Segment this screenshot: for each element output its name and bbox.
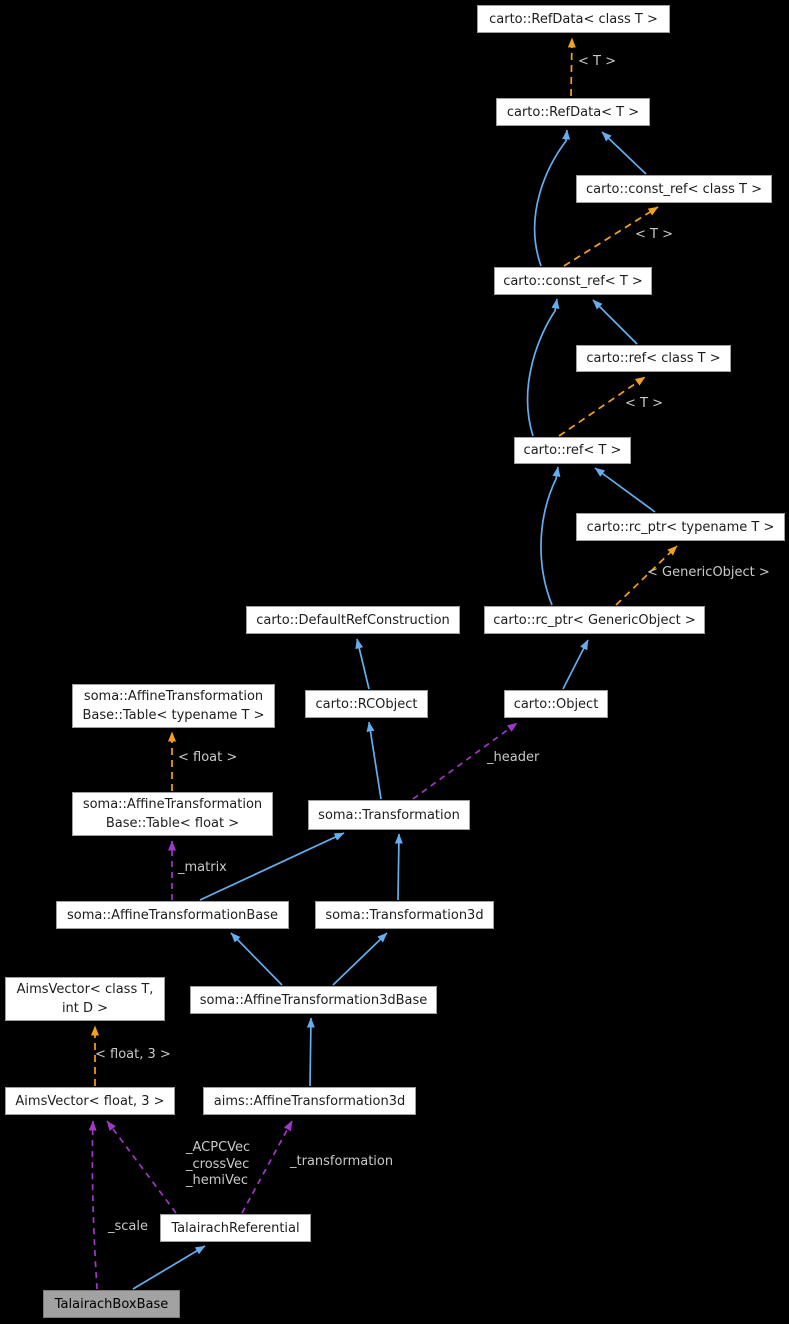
edge-usage-scale: [88, 1120, 98, 1290]
class-node-refdata-t[interactable]: carto::RefData< T >: [496, 98, 650, 126]
class-node-aimsvector-float-3[interactable]: AimsVector< float, 3 >: [5, 1087, 175, 1115]
class-node-default-ref-construction[interactable]: carto::DefaultRefConstruction: [246, 606, 460, 634]
edge-inherit-rc-ptr-generic-ref-t: [540, 466, 561, 606]
class-node-affinetransformationbase[interactable]: soma::AffineTransformationBase: [56, 901, 289, 929]
edge-inherit-talairachbox-talairachref: [132, 1245, 206, 1290]
class-node-transformation[interactable]: soma::Transformation: [308, 800, 470, 830]
edge-inherit-const-ref-class-t-refdata-t: [601, 131, 647, 175]
edge-template-refdata: [567, 37, 576, 97]
edge-label-member-transformation: _transformation: [290, 1154, 394, 1169]
edge-inherit-rc-ptr-typename-ref-t: [594, 467, 656, 513]
edge-label-tmpl-genericobject: < GenericObject >: [647, 565, 770, 580]
edge-inherit-ref-class-t-const-ref-t: [592, 299, 638, 345]
class-node-rc-ptr-genericobject[interactable]: carto::rc_ptr< GenericObject >: [484, 606, 705, 634]
class-node-table-typename-t[interactable]: soma::AffineTransformation Base::Table< …: [72, 684, 275, 728]
edge-label-tmpl-float: < float >: [178, 750, 238, 765]
class-node-ref-t[interactable]: carto::ref< T >: [514, 437, 631, 464]
edge-label-member-header: _header: [487, 750, 540, 765]
edge-template-const-ref: [563, 206, 659, 267]
edge-label-tmpl-float-3: < float, 3 >: [95, 1047, 171, 1062]
class-node-refdata-class-t[interactable]: carto::RefData< class T >: [477, 5, 670, 33]
edge-inherit-transformation3d-transformation: [394, 833, 403, 901]
class-node-table-float[interactable]: soma::AffineTransformation Base::Table< …: [72, 792, 273, 836]
class-node-ref-class-t[interactable]: carto::ref< class T >: [576, 345, 731, 372]
edge-label-tmpl-t-3: < T >: [625, 396, 663, 411]
class-node-talairachreferential[interactable]: TalairachReferential: [160, 1214, 311, 1242]
edge-inherit-affbase-transformation: [199, 832, 345, 901]
class-node-affinetransformation3dbase[interactable]: soma::AffineTransformation3dBase: [190, 986, 437, 1014]
class-node-object[interactable]: carto::Object: [504, 690, 608, 718]
edge-inherit-aff3dbase-transformation3d: [332, 932, 388, 986]
edge-inherit-const-ref-t-refdata-t: [533, 129, 571, 267]
class-node-const-ref-t[interactable]: carto::const_ref< T >: [494, 267, 652, 295]
edge-label-tmpl-t-2: < T >: [635, 227, 673, 242]
class-node-const-ref-class-t[interactable]: carto::const_ref< class T >: [576, 175, 772, 203]
class-node-rc-ptr-typename-t[interactable]: carto::rc_ptr< typename T >: [576, 513, 785, 541]
edge-inherit-aimsaff3d-aff3dbase: [306, 1017, 315, 1087]
edge-inherit-ref-t-const-ref-t: [526, 298, 560, 437]
edge-label-member-scale: _scale: [108, 1219, 148, 1234]
edge-label-member-matrix: _matrix: [178, 860, 227, 875]
edge-label-tmpl-t-1: < T >: [578, 54, 616, 69]
class-node-aims-affinetransformation3d[interactable]: aims::AffineTransformation3d: [203, 1087, 416, 1115]
edge-inherit-aff3dbase-affbase: [230, 932, 283, 986]
class-node-talairachboxbase[interactable]: TalairachBoxBase: [43, 1290, 180, 1318]
edge-template-ref: [558, 376, 646, 437]
class-node-aimsvector-class-t-int-d[interactable]: AimsVector< class T, int D >: [5, 977, 165, 1021]
edge-usage-vecs: [106, 1120, 177, 1214]
edge-template-rc-ptr: [615, 545, 678, 606]
class-node-rcobject[interactable]: carto::RCObject: [305, 690, 428, 718]
edge-inherit-object-rc-ptr: [562, 639, 589, 690]
edge-inherit-transformation-rcobject: [366, 721, 382, 800]
edge-inherit-rcobject-defaultref: [355, 638, 370, 690]
edge-label-member-vecs: _ACPCVec _crossVec _hemiVec: [186, 1140, 251, 1188]
class-node-transformation3d[interactable]: soma::Transformation3d: [315, 901, 494, 929]
